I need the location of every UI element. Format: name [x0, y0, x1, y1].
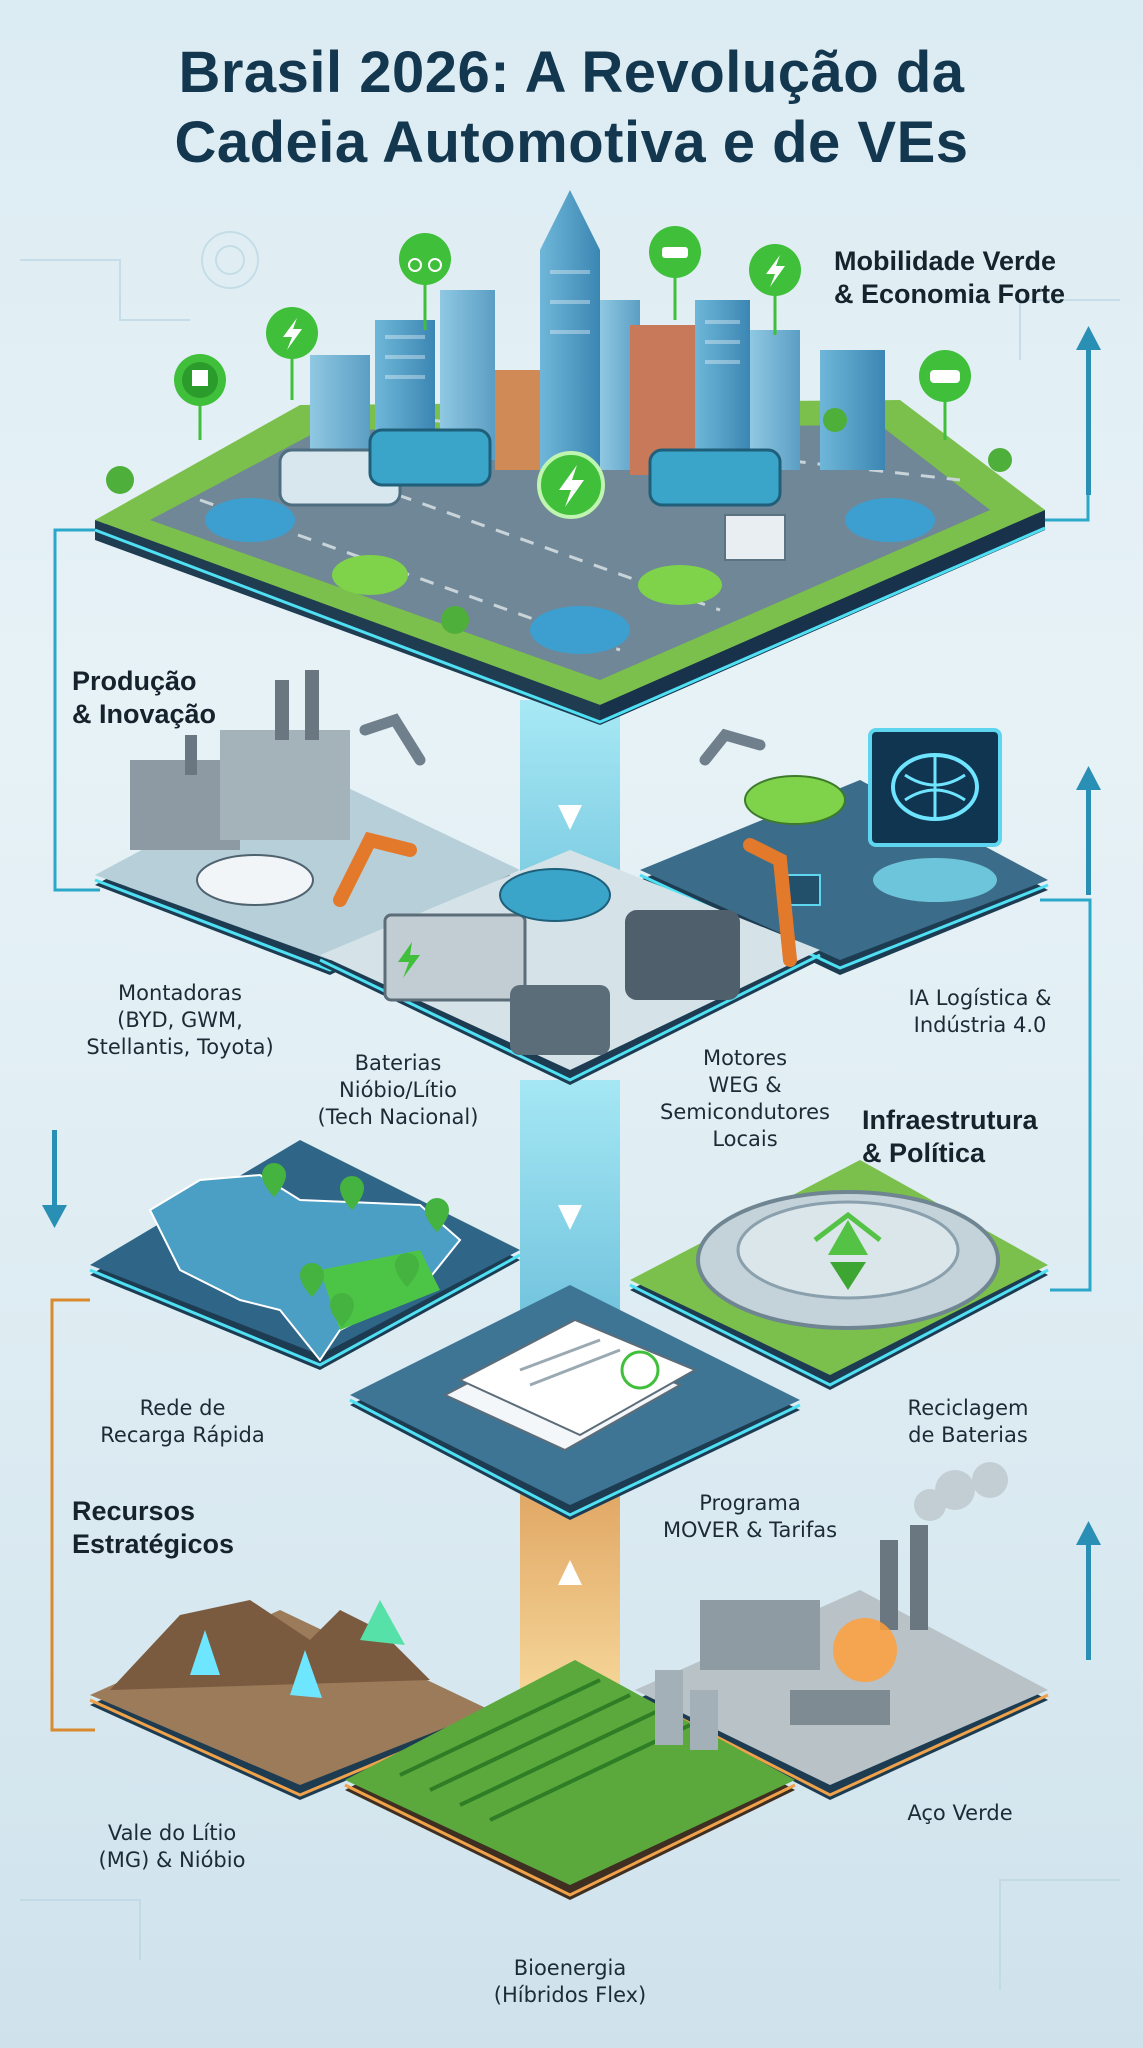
section-heading-production: Produção & Inovação — [72, 666, 217, 729]
city-skyline — [310, 190, 885, 475]
section-heading-infrastructure: Infraestrutura & Política — [862, 1105, 1038, 1168]
policy-docs-platform — [349, 1285, 801, 1520]
central-data-beam — [520, 700, 620, 1690]
title-line-2: Cadeia Automotiva e de VEs — [174, 110, 969, 175]
smoke — [914, 1462, 1008, 1521]
van-icon — [919, 350, 971, 440]
flow-arrow-icon — [42, 326, 1101, 1660]
map-pin-icon — [262, 1163, 449, 1327]
plug-icon — [174, 354, 226, 440]
label-battery-recycling: Reciclagem de Baterias — [907, 1396, 1029, 1447]
section-heading-top: Mobilidade Verde & Economia Forte — [834, 246, 1066, 309]
battery-motor-platform — [319, 713, 846, 1085]
label-motors: Motores WEG & Semicondutores Locais — [660, 1046, 830, 1151]
trees — [106, 408, 1012, 634]
section-heading-resources: Recursos Estratégicos — [72, 1496, 235, 1559]
bioenergy-platform — [344, 1660, 796, 1900]
lightning-icon — [749, 244, 801, 335]
label-green-steel: Aço Verde — [907, 1801, 1013, 1825]
brain-icon — [891, 753, 979, 821]
label-bioenergy: Bioenergia (Híbridos Flex) — [493, 1956, 647, 2007]
recycle-icon — [813, 1211, 882, 1290]
lightning-icon — [537, 451, 605, 519]
charging-map-platform — [89, 1140, 521, 1370]
bike-icon — [399, 233, 451, 330]
circuit-background — [20, 231, 1120, 1990]
page-title: Brasil 2026: A Revolução da Cadeia Autom… — [0, 38, 1143, 178]
vehicles — [205, 428, 935, 654]
lithium-mine-platform — [89, 1600, 491, 1800]
label-lithium-valley: Vale do Lítio (MG) & Nióbio — [98, 1821, 246, 1872]
label-charging-network: Rede de Recarga Rápida — [100, 1396, 265, 1447]
label-batteries: Baterias Nióbio/Lítio (Tech Nacional) — [317, 1051, 479, 1129]
label-ai-logistics: IA Logística & Indústria 4.0 — [908, 986, 1052, 1037]
car-icon — [649, 226, 701, 320]
title-line-1: Brasil 2026: A Revolução da — [178, 40, 965, 105]
label-mover-program: Programa MOVER & Tarifas — [662, 1491, 838, 1542]
label-automakers: Montadoras (BYD, GWM, Stellantis, Toyota… — [86, 981, 274, 1059]
lightning-icon — [266, 307, 318, 400]
